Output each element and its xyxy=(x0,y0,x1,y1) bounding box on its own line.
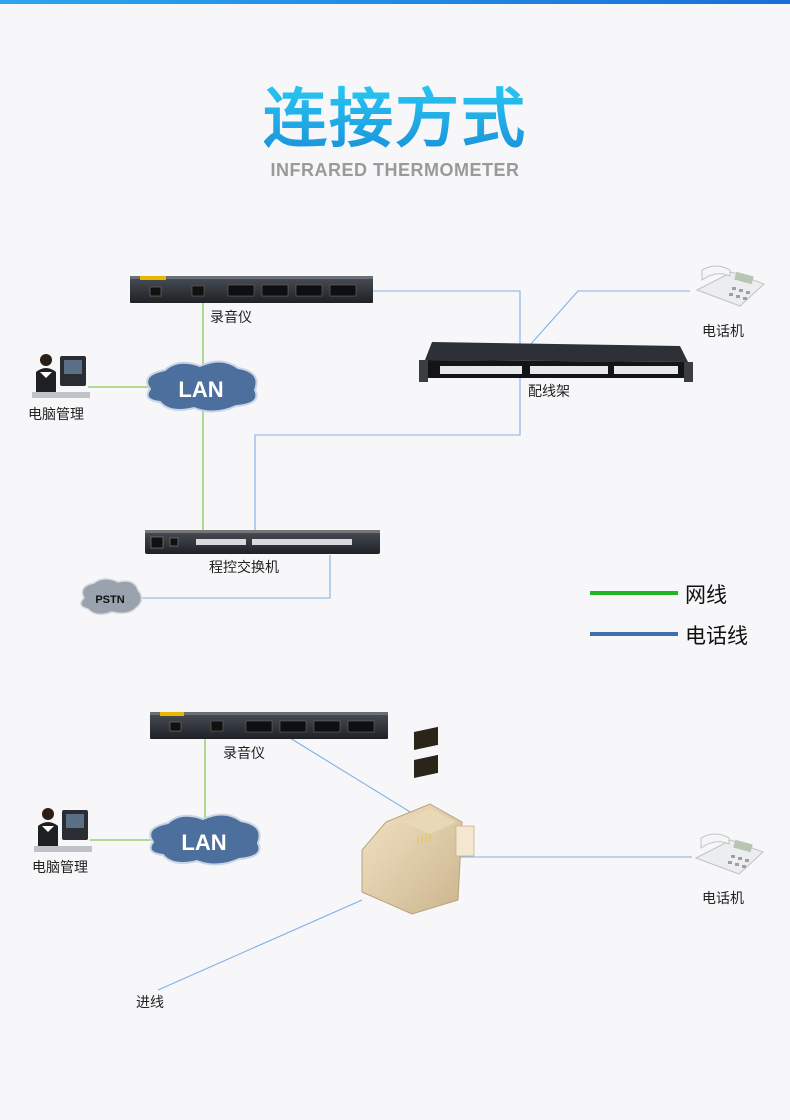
phone-wire xyxy=(158,900,362,990)
legend-network-label: 网线 xyxy=(685,579,727,609)
computer-user-icon xyxy=(32,354,90,398)
phone-wire xyxy=(255,378,520,542)
incoming-line-label: 进线 xyxy=(136,992,164,1012)
lan-label: LAN xyxy=(181,830,226,855)
telephone-icon xyxy=(697,266,764,306)
telephone-label: 电话机 xyxy=(702,321,744,341)
recorder-label: 录音仪 xyxy=(210,307,252,327)
phone-wire xyxy=(290,738,420,818)
lan-cloud-icon: LAN xyxy=(150,814,259,864)
patch-panel-label: 配线架 xyxy=(528,381,570,401)
phone-wire xyxy=(530,291,690,345)
pbx-label: 程控交换机 xyxy=(209,557,279,577)
telephone-label: 电话机 xyxy=(702,888,744,908)
patch-panel-device xyxy=(419,342,693,382)
pbx-switch-device xyxy=(145,530,380,554)
recorder-device xyxy=(150,712,388,739)
recorder-label: 录音仪 xyxy=(223,743,265,763)
lan-cloud-icon: LAN xyxy=(147,361,256,411)
pstn-label: PSTN xyxy=(95,594,124,606)
pc-management-label: 电脑管理 xyxy=(32,857,88,877)
computer-user-icon xyxy=(34,808,92,852)
telephone-icon xyxy=(696,834,763,874)
legend-phone-line-label: 电话线 xyxy=(685,620,748,650)
rj-splitter-coupler xyxy=(362,727,474,914)
legend xyxy=(590,593,678,634)
pstn-cloud-icon: PSTN xyxy=(81,579,142,615)
lan-label: LAN xyxy=(178,377,223,402)
recorder-device xyxy=(130,276,373,303)
pc-management-label: 电脑管理 xyxy=(28,404,84,424)
